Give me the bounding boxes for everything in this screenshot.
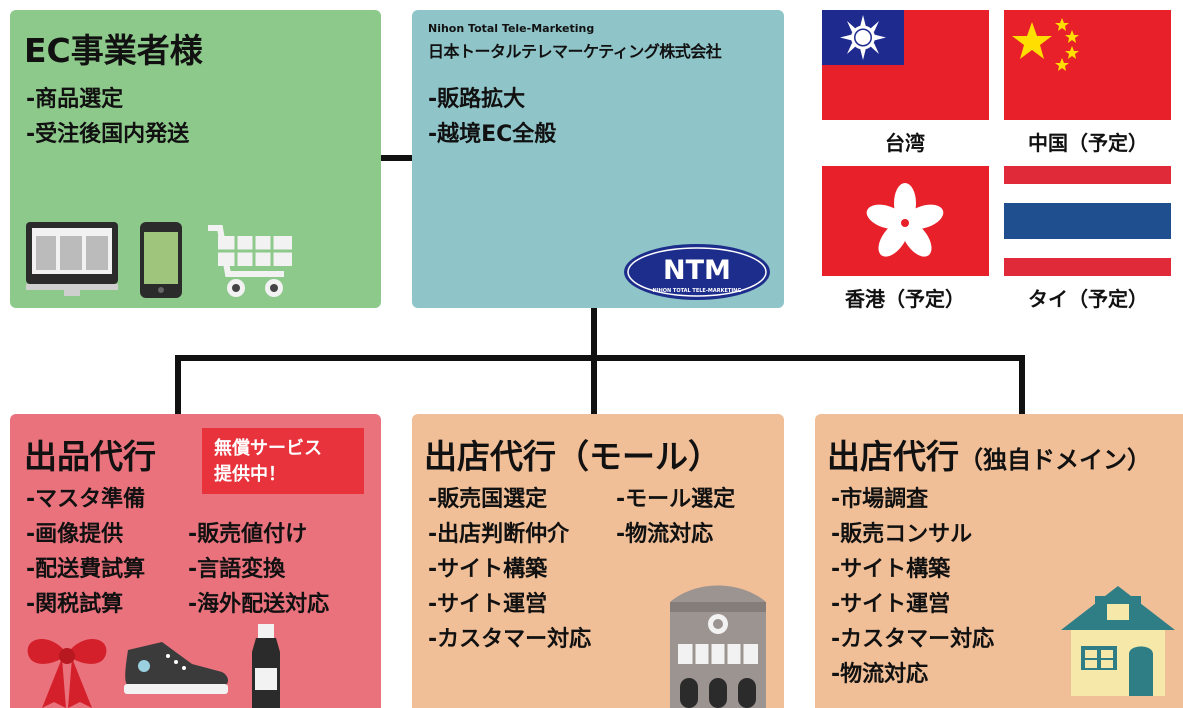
list-item: -受注後国内発送 — [26, 122, 190, 147]
list-item: -配送費試算 — [26, 557, 146, 582]
hongkong-flag-icon — [822, 166, 989, 276]
country-label-taiwan: 台湾 — [885, 131, 925, 155]
country-label-thailand: タイ（予定） — [1028, 287, 1148, 311]
sneaker-icon — [124, 642, 228, 694]
country-label-hongkong: 香港（予定） — [845, 287, 965, 311]
own-domain-items: -市場調査 -販売コンサル -サイト構築 -サイト運営 -カスタマー対応 -物流… — [831, 482, 994, 692]
mall-agency-title: 出店代行（モール） — [424, 437, 721, 476]
monitor-icon — [26, 222, 118, 296]
connector-ntm-down — [591, 308, 597, 361]
bottle-icon — [252, 624, 280, 708]
house-icon — [1061, 586, 1175, 696]
connector-mid-drop — [591, 355, 597, 415]
ec-operator-box: EC事業者様 -商品選定 -受注後国内発送 — [10, 10, 381, 308]
shopping-cart-icon — [208, 225, 292, 297]
china-flag-icon — [1004, 10, 1171, 120]
list-item: -商品選定 — [26, 87, 124, 112]
ribbon-icon — [27, 638, 107, 708]
own-domain-title-sub: （独自ドメイン） — [959, 446, 1151, 474]
connector-ec-ntm — [380, 155, 413, 161]
list-item: -販売国選定 — [428, 487, 548, 512]
mall-col2: -モール選定 -物流対応 — [616, 482, 735, 552]
ntm-box-items: -販路拡大 -越境EC全般 — [428, 82, 556, 152]
free-service-badge: 無償サービス 提供中！ — [202, 428, 364, 494]
list-item: -物流対応 — [616, 522, 714, 547]
list-item: -サイト運営 — [831, 592, 951, 617]
own-domain-agency-title: 出店代行（独自ドメイン） — [827, 430, 1151, 478]
list-item: -販売コンサル — [831, 522, 973, 547]
list-item: -販路拡大 — [428, 87, 526, 112]
list-item: -サイト運営 — [428, 592, 548, 617]
company-name-jp: 日本トータルテレマーケティング株式会社 — [428, 42, 722, 61]
ec-box-items: -商品選定 -受注後国内発送 — [26, 82, 189, 152]
ntm-logo-icon: NTM NIHON TOTAL TELE-MARKETING — [624, 244, 770, 300]
badge-line: 無償サービス — [214, 438, 322, 459]
list-item: -モール選定 — [616, 487, 736, 512]
list-item: -物流対応 — [831, 662, 929, 687]
mall-agency-box: 出店代行（モール） -販売国選定 -出店判断仲介 -サイト構築 -サイト運営 -… — [412, 414, 784, 708]
list-item: -カスタマー対応 — [428, 627, 592, 652]
list-item: -出店判断仲介 — [428, 522, 570, 547]
listing-col1: -マスタ準備 -画像提供 -配送費試算 -関税試算 — [26, 482, 145, 622]
list-item: -画像提供 — [26, 522, 124, 547]
list-item: -マスタ準備 — [26, 487, 146, 512]
list-item: -市場調査 — [831, 487, 929, 512]
list-item: -言語変換 — [188, 557, 286, 582]
list-item: -販売値付け — [188, 522, 308, 547]
list-item: -カスタマー対応 — [831, 627, 995, 652]
connector-horizontal — [175, 355, 1025, 361]
list-item: -海外配送対応 — [188, 592, 330, 617]
list-item: -サイト構築 — [428, 557, 548, 582]
list-item: -関税試算 — [26, 592, 124, 617]
ntm-company-box: Nihon Total Tele-Marketing 日本トータルテレマーケティ… — [412, 10, 784, 308]
ntm-logo-text: NTM — [663, 255, 731, 286]
department-store-icon — [670, 585, 766, 708]
own-domain-agency-box: 出店代行（独自ドメイン） -市場調査 -販売コンサル -サイト構築 -サイト運営… — [815, 414, 1183, 708]
mall-col1: -販売国選定 -出店判断仲介 -サイト構築 -サイト運営 -カスタマー対応 — [428, 482, 591, 657]
thailand-flag-icon — [1004, 166, 1171, 276]
taiwan-flag-icon — [822, 10, 989, 120]
smartphone-icon — [140, 222, 182, 298]
own-domain-title-main: 出店代行 — [827, 437, 959, 476]
badge-line: 提供中！ — [214, 464, 286, 485]
connector-right-drop — [1019, 355, 1025, 415]
listing-agency-box: 出品代行 無償サービス 提供中！ -マスタ準備 -画像提供 -配送費試算 -関税… — [10, 414, 381, 708]
list-item: -サイト構築 — [831, 557, 951, 582]
listing-agency-title: 出品代行 — [24, 437, 156, 476]
company-name-en: Nihon Total Tele-Marketing — [428, 22, 595, 35]
ec-box-title: EC事業者様 — [24, 31, 203, 70]
ntm-logo-subtext: NIHON TOTAL TELE-MARKETING — [653, 288, 742, 294]
connector-left-drop — [175, 355, 181, 415]
listing-col2: -販売値付け -言語変換 -海外配送対応 — [188, 517, 329, 622]
list-item: -越境EC全般 — [428, 122, 557, 147]
country-label-china: 中国（予定） — [1028, 131, 1148, 155]
